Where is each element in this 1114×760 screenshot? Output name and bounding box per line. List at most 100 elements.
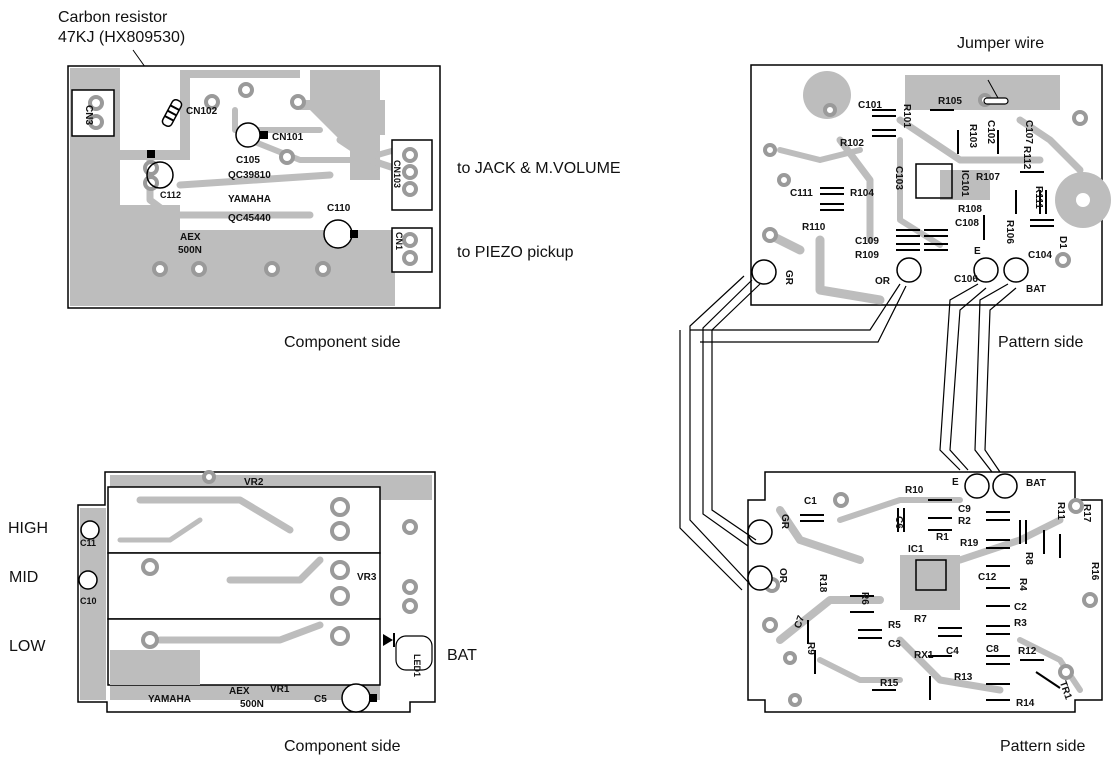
ref-c2: C2	[1014, 602, 1027, 613]
cn3-label: CN3	[83, 105, 94, 125]
ref-c1: C1	[804, 496, 817, 507]
ref-r7: R7	[914, 614, 927, 625]
vr1-label: VR1	[270, 684, 290, 695]
ref-r5: R5	[888, 620, 901, 631]
ref-rx1: RX1	[914, 650, 934, 661]
ref-r11: R11	[1055, 502, 1066, 520]
ref-or-bottom: OR	[777, 568, 788, 584]
ref-gr-top: GR	[783, 270, 794, 286]
ref-c3: C3	[888, 639, 901, 650]
ref-r2: R2	[958, 516, 971, 527]
ref-c9: C9	[958, 504, 971, 515]
ref-r1: R1	[936, 532, 949, 543]
c110-label: C110	[327, 203, 351, 214]
c105-label: C105	[236, 155, 260, 166]
ref-r110: R110	[802, 222, 826, 233]
cn1-label: CN1	[394, 232, 404, 250]
aex-label: AEX	[180, 232, 201, 243]
ref-c106: C106	[954, 274, 978, 285]
carbon-resistor-callout-line2: 47KJ (HX809530)	[58, 29, 186, 46]
ref-r101: R101	[901, 104, 912, 128]
ref-c4: C4	[946, 646, 959, 657]
led1-label: LED1	[412, 654, 422, 677]
ref-c104: C104	[1028, 250, 1052, 261]
ref-r111: R111	[1033, 186, 1044, 209]
ref-ic1: IC1	[908, 544, 924, 555]
ref-c12: C12	[978, 572, 997, 583]
ref-r13: R13	[954, 672, 973, 683]
yamaha-label: YAMAHA	[228, 194, 271, 205]
ref-c8: C8	[986, 644, 999, 655]
mid-label: MID	[9, 569, 39, 586]
qc39810-label: QC39810	[228, 170, 271, 181]
board-top-left: CN3 CN102 CN101 C105 QC39810 C112 YAMAHA…	[67, 65, 441, 309]
ref-c6: C6	[893, 516, 904, 529]
ref-r8: R8	[1023, 552, 1034, 565]
ref-c101: C101	[858, 100, 882, 111]
ref-or-top: OR	[875, 276, 891, 287]
c10-label: C10	[80, 596, 97, 606]
ref-r4: R4	[1017, 578, 1028, 591]
ref-r19: R19	[960, 538, 979, 549]
caption-bottom-right: Pattern side	[1000, 738, 1086, 755]
cn102-label: CN102	[186, 106, 218, 117]
to-piezo-label: to PIEZO pickup	[457, 244, 574, 261]
ref-r15: R15	[880, 678, 899, 689]
ref-r103: R103	[967, 124, 978, 148]
c112-label: C112	[160, 190, 181, 200]
ref-bat-top: BAT	[1026, 284, 1046, 295]
cn103-label: CN103	[392, 160, 402, 188]
ref-r108: R108	[958, 204, 982, 215]
ref-r104: R104	[850, 188, 874, 199]
ref-r6: R6	[859, 592, 870, 605]
ref-c102: C102	[985, 120, 996, 144]
caption-top-left: Component side	[284, 334, 401, 351]
ref-r106: R106	[1004, 220, 1015, 244]
ref-c109: C109	[855, 236, 879, 247]
ref-d1: D1	[1057, 236, 1068, 249]
ref-c107: C107	[1023, 120, 1034, 144]
ref-c103: C103	[893, 166, 904, 190]
bat-label: BAT	[447, 647, 477, 664]
ref-r109: R109	[855, 250, 879, 261]
yamaha-bottom-label: YAMAHA	[148, 694, 191, 705]
ref-r12: R12	[1018, 646, 1037, 657]
ref-ic101: IC101	[959, 170, 970, 197]
ref-r107: R107	[976, 172, 1000, 183]
high-label: HIGH	[8, 520, 48, 537]
cn101-label: CN101	[272, 132, 304, 143]
c5-label: C5	[314, 694, 327, 705]
ref-r102: R102	[840, 138, 864, 149]
ref-r14: R14	[1016, 698, 1035, 709]
ref-r17: R17	[1081, 504, 1092, 523]
wire-harness	[679, 275, 1017, 591]
low-label: LOW	[9, 638, 46, 655]
vr2-label: VR2	[244, 477, 264, 488]
carbon-resistor-callout-line1: Carbon resistor	[58, 9, 168, 26]
ref-r3: R3	[1014, 618, 1027, 629]
vr3-label: VR3	[357, 572, 377, 583]
500n-bottom-label: 500N	[240, 699, 264, 710]
c11-label: C11	[80, 538, 96, 548]
ref-r112: R112	[1021, 146, 1032, 170]
ref-r105: R105	[938, 96, 962, 107]
ref-r9: R9	[805, 642, 816, 655]
aex-bottom-label: AEX	[229, 686, 250, 697]
qc45440-label: QC45440	[228, 213, 271, 224]
ref-e-top: E	[974, 246, 981, 257]
board-bottom-right: R10 E BAT C1 C6 C9 R2 R1 R19 R11 R17 GR …	[747, 471, 1103, 713]
ref-r18: R18	[817, 574, 828, 593]
ref-gr-bottom: GR	[779, 514, 790, 530]
ref-r10: R10	[905, 485, 924, 496]
ref-bat-bottom: BAT	[1026, 478, 1046, 489]
ref-c111: C111	[790, 188, 813, 199]
ref-e-bottom: E	[952, 477, 959, 488]
ref-c108: C108	[955, 218, 979, 229]
board-bottom-left: VR2 VR3 C11 C10 LED1 YAMAHA AEX VR1 500N…	[77, 470, 436, 713]
ref-c7: C7	[793, 614, 808, 630]
board-top-right: C101 R101 R105 R103 C102 C107 R112 R102 …	[750, 64, 1111, 306]
500n-label: 500N	[178, 245, 202, 256]
to-jack-label: to JACK & M.VOLUME	[457, 160, 621, 177]
ref-r16: R16	[1089, 562, 1100, 581]
